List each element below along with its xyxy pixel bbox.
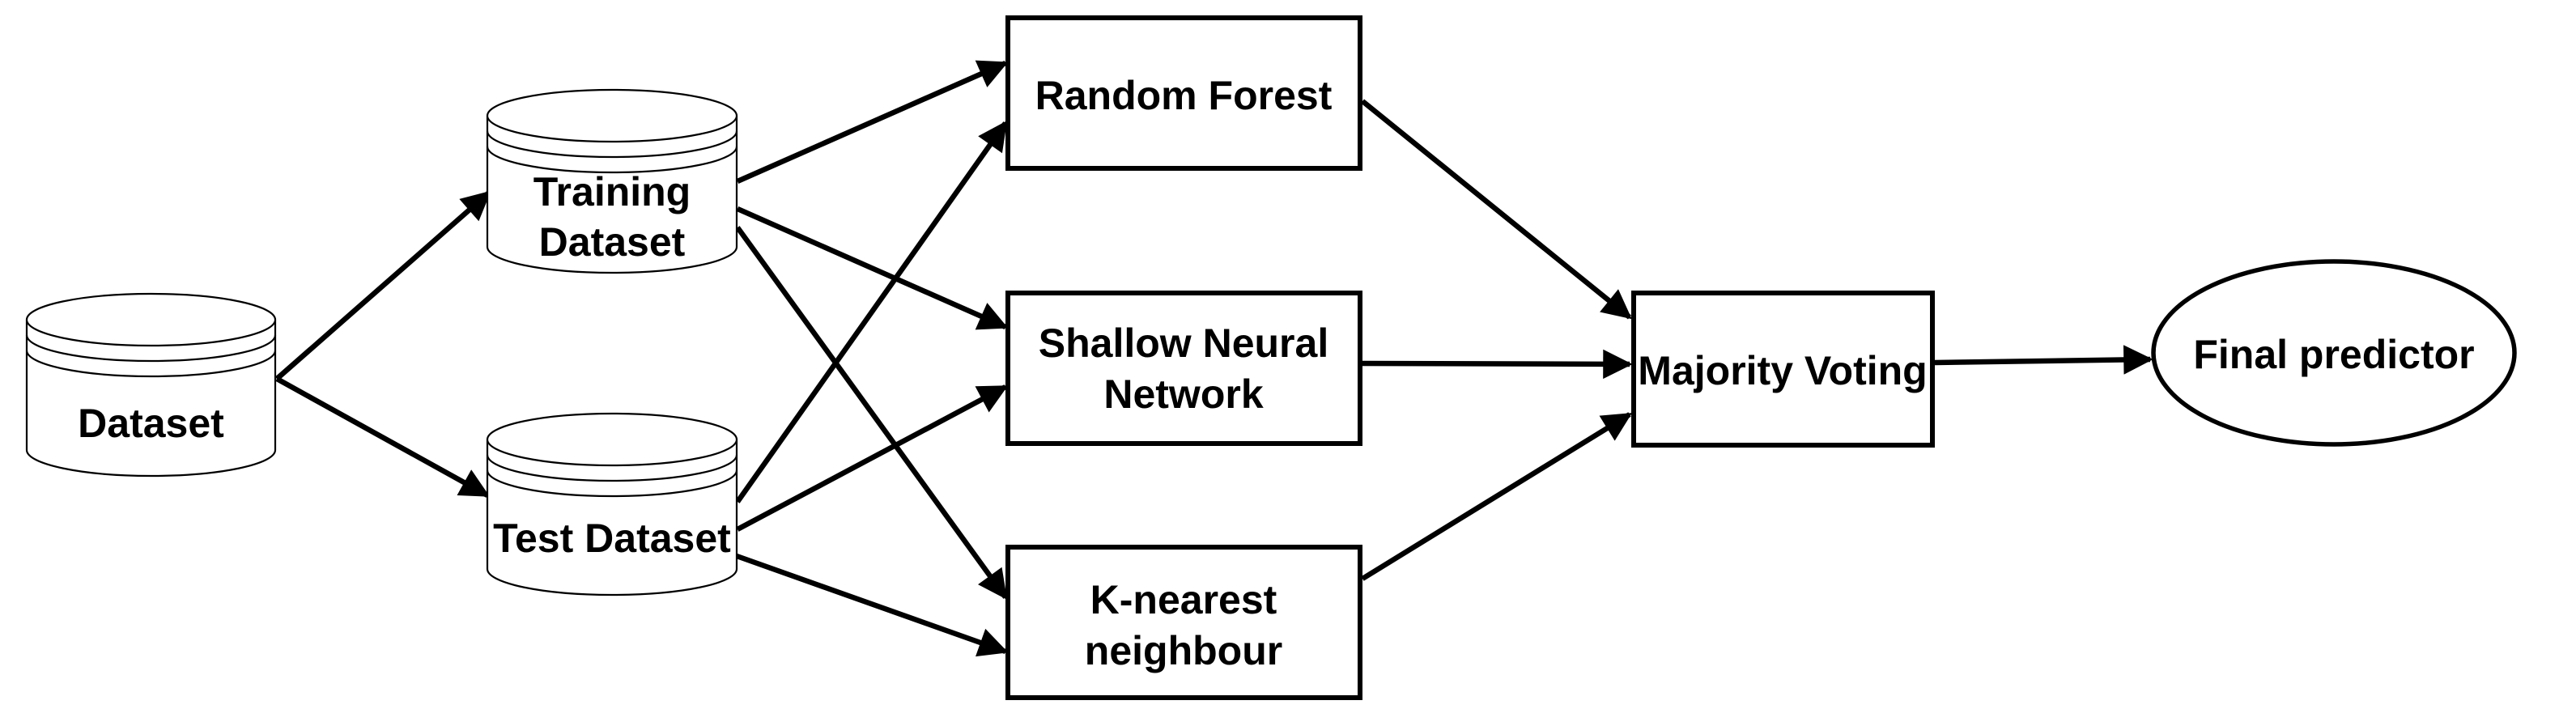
majority-voting-box <box>1631 291 1935 448</box>
training-dataset-cylinder-rim <box>486 146 738 174</box>
dataset-cylinder-top <box>25 292 277 347</box>
node-dataset: Dataset <box>25 292 277 478</box>
shallow-neural-network-label-line1: Shallow Neural <box>1039 321 1328 366</box>
dataset-cylinder-body <box>25 320 277 478</box>
k-nearest-neighbour-box <box>1005 545 1362 700</box>
random-forest-label: Random Forest <box>1035 73 1333 118</box>
edge-dataset-to-training-dataset <box>274 190 491 381</box>
training-dataset-cylinder-top <box>486 88 738 143</box>
training-dataset-label-line2: Dataset <box>539 219 686 265</box>
dataset-cylinder-rim <box>25 350 277 378</box>
dataset-cylinder-rim <box>25 334 277 363</box>
edge-test-dataset-to-random-forest <box>735 121 1008 503</box>
training-dataset-cylinder-body <box>486 116 738 274</box>
node-test-dataset: Test Dataset <box>486 412 738 596</box>
edge-test-dataset-to-shallow-neural-network <box>736 384 1009 532</box>
majority-voting-label: Majority Voting <box>1638 348 1927 393</box>
k-nearest-neighbour-label-line1: K-nearest <box>1090 577 1277 622</box>
final-predictor-label: Final predictor <box>2193 332 2474 377</box>
edge-training-dataset-to-random-forest <box>736 60 1009 184</box>
shallow-neural-network-box <box>1005 291 1362 446</box>
dataset-label: Dataset <box>78 401 224 446</box>
test-dataset-cylinder-rim <box>486 454 738 482</box>
test-dataset-cylinder-rim <box>486 469 738 498</box>
edge-training-dataset-to-k-nearest-neighbour <box>735 226 1008 600</box>
k-nearest-neighbour-label-line2: neighbour <box>1085 628 1282 673</box>
edge-random-forest-to-majority-voting <box>1360 99 1632 320</box>
node-majority-voting: Majority Voting <box>1631 291 1935 448</box>
training-dataset-cylinder-rim <box>486 130 738 159</box>
node-final-predictor: Final predictor <box>2151 259 2517 447</box>
edge-training-dataset-to-shallow-neural-network <box>736 206 1009 330</box>
final-predictor-ellipse <box>2151 259 2517 447</box>
random-forest-box <box>1005 15 1362 171</box>
edge-majority-voting-to-final-predictor <box>1934 345 2153 375</box>
edge-test-dataset-to-k-nearest-neighbour <box>735 553 1009 657</box>
test-dataset-cylinder-top <box>486 412 738 467</box>
test-dataset-label: Test Dataset <box>493 516 731 561</box>
node-shallow-neural-network: Shallow Neural Network <box>1005 291 1362 446</box>
edges-layer <box>274 60 2153 657</box>
node-random-forest: Random Forest <box>1005 15 1362 171</box>
edge-dataset-to-test-dataset <box>275 376 491 498</box>
edge-shallow-neural-network-to-majority-voting <box>1362 349 1633 380</box>
test-dataset-cylinder-body <box>486 439 738 596</box>
node-training-dataset: Training Dataset <box>486 88 738 274</box>
edge-k-nearest-neighbour-to-majority-voting <box>1361 412 1633 581</box>
node-k-nearest-neighbour: K-nearest neighbour <box>1005 545 1362 700</box>
shallow-neural-network-label-line2: Network <box>1103 371 1263 417</box>
training-dataset-label-line1: Training <box>533 169 691 214</box>
